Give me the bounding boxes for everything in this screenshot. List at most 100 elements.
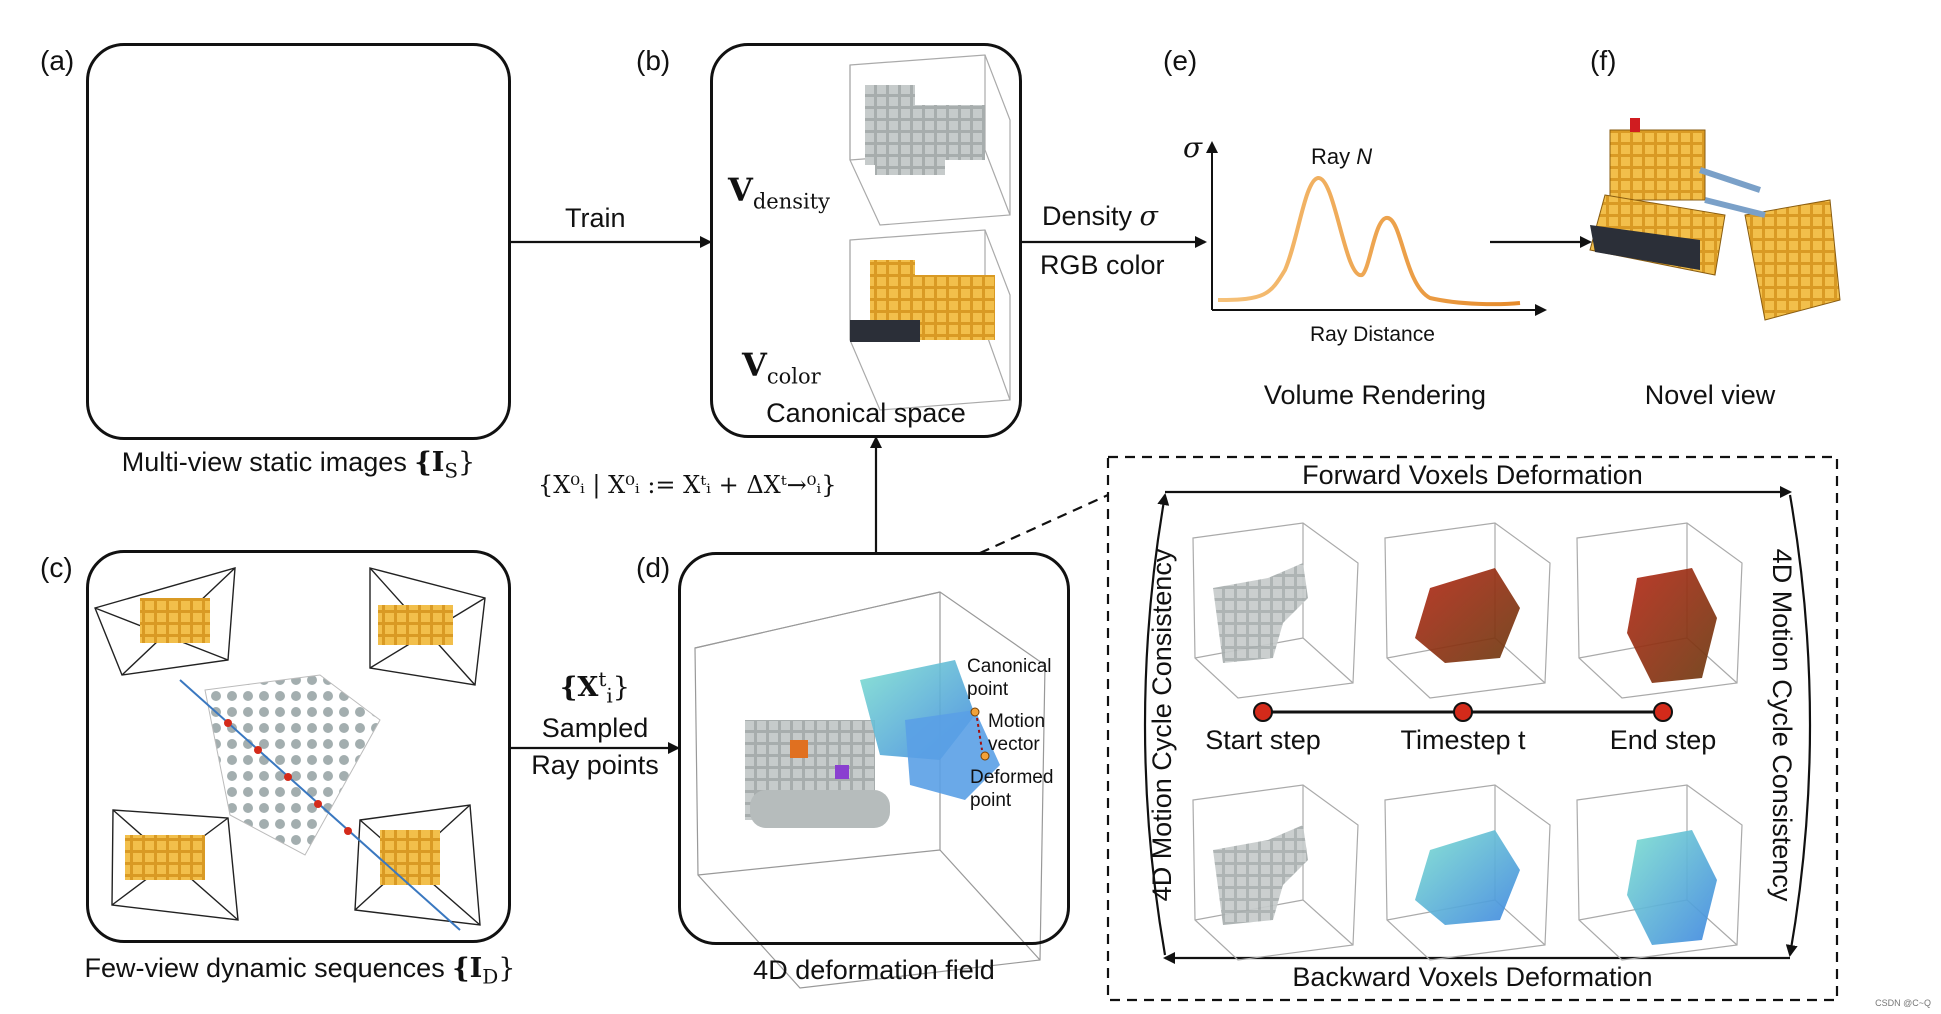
ray-title: Ray (1311, 144, 1351, 169)
v-density-label: Vdensity (728, 174, 831, 216)
panel-e-tag: (e) (1163, 45, 1198, 76)
ray-sample-points (224, 719, 352, 835)
canonical-line-2: point (967, 679, 1009, 700)
voxel-cube-frame (1384, 784, 1551, 961)
timestep-marker (1453, 702, 1473, 722)
left-cycle-arrow (1143, 493, 1170, 956)
panel-a-caption-math: {IS} (414, 447, 476, 482)
deformation-voxels-icon (745, 660, 1000, 828)
panel-f-illustration (1589, 118, 1841, 321)
panel-b-illustration (849, 54, 1011, 411)
color-voxels-icon (850, 260, 995, 342)
voxel-cube-frame (1576, 784, 1743, 961)
timestep-label: Timestep t (1400, 725, 1526, 755)
panel-f-tag: (f) (1590, 45, 1617, 76)
ray-n: N (1356, 144, 1373, 169)
right-cycle-arrow (1785, 494, 1812, 957)
voxel-body-icon (1627, 568, 1717, 683)
panel-a-frame (86, 43, 511, 440)
sigma-axis-label: σ (1183, 131, 1203, 164)
cycle-arrows (1143, 486, 1812, 964)
watermark: CSDN @C~Q (1875, 998, 1931, 1008)
detail-connector (979, 493, 1109, 555)
cycle-detail-box (1106, 455, 1839, 1002)
panel-e-illustration (1206, 141, 1547, 316)
novel-view-loader-icon (1589, 118, 1841, 321)
panel-d-caption: 4D deformation field (753, 955, 995, 985)
deformed-line-2: point (970, 790, 1012, 811)
voxel-cube-frame (1384, 522, 1551, 699)
voxel-body-icon (1415, 568, 1520, 663)
v-density-subscript: density (752, 189, 831, 214)
caption-a-sub: S (444, 458, 459, 483)
v-color-label: Vcolor (742, 349, 821, 391)
caption-c-set: {I (452, 953, 483, 984)
right-cycle-label: 4D Motion Cycle Consistency (1767, 548, 1797, 902)
caption-c-sub: D (482, 964, 499, 989)
backward-label: Backward Voxels Deformation (1292, 962, 1653, 992)
voxel-cube-frame (1192, 784, 1359, 961)
forward-label: Forward Voxels Deformation (1302, 460, 1643, 490)
ray-points-label: Ray points (531, 750, 659, 780)
panel-d-frame (678, 552, 1070, 945)
v-density-symbol: V (728, 171, 753, 209)
motion-vector-label: Motion vector (988, 710, 1045, 756)
voxel-body-icon (1213, 825, 1308, 925)
ray-n-label: Ray N (1311, 142, 1372, 172)
canonical-line-1: Canonical (967, 656, 1052, 677)
sampled-label: Sampled (541, 713, 649, 743)
density-voxels-icon (865, 85, 985, 175)
voxel-cube-frame (1192, 522, 1359, 699)
canonical-point-label: Canonical point (967, 655, 1052, 701)
end-step-label: End step (1609, 725, 1717, 755)
panel-c-frame (86, 550, 511, 943)
sampled-set: {X (560, 672, 599, 703)
v-color-symbol: V (742, 346, 767, 384)
voxel-body-icon (1627, 830, 1717, 945)
caption-a-set: {I (414, 447, 445, 478)
sample-loaders-icon (125, 598, 453, 885)
train-label: Train (565, 203, 626, 233)
panel-c-caption-math: {ID} (452, 953, 516, 988)
density-sigma: σ (1139, 201, 1158, 232)
sample-grid-icon (204, 674, 381, 856)
timeline (1253, 702, 1673, 722)
motion-line-2: vector (988, 734, 1040, 755)
deformed-line-1: Deformed (970, 767, 1054, 788)
caption-c-end: } (498, 953, 516, 984)
panel-d-illustration (694, 591, 1046, 989)
density-label: Density σ (1042, 201, 1158, 232)
panel-a-tag: (a) (40, 45, 75, 76)
voxel-body-icon (1213, 563, 1308, 663)
panel-c-illustration (94, 567, 486, 931)
panel-e-caption: Volume Rendering (1263, 380, 1487, 410)
panel-c-caption-text: Few-view dynamic sequences (84, 953, 445, 983)
panel-d-tag: (d) (636, 552, 671, 583)
panel-b-tag: (b) (636, 45, 671, 76)
panel-b-frame (710, 43, 1022, 438)
motion-line-1: Motion (988, 711, 1046, 732)
voxel-body-icon (1415, 830, 1520, 925)
panel-f-caption: Novel view (1644, 380, 1776, 410)
sampled-sub: i (606, 683, 613, 708)
cycle-voxel-cubes (1192, 522, 1743, 961)
ray-distance-label: Ray Distance (1310, 323, 1435, 346)
panel-c-caption: Few-view dynamic sequences {ID} (50, 953, 550, 988)
panel-a-caption-text: Multi-view static images (121, 447, 407, 477)
density-word: Density (1042, 201, 1133, 231)
start-step-label: Start step (1205, 725, 1321, 755)
point-markers (970, 707, 990, 761)
v-color-subscript: color (766, 364, 821, 389)
sampled-sup: t (598, 667, 607, 691)
density-curve (1217, 176, 1521, 307)
sampled-set-label: {Xti} (520, 667, 670, 707)
panel-a-caption: Multi-view static images {IS} (86, 447, 511, 482)
rgb-label: RGB color (1040, 250, 1165, 280)
flow-arrows (511, 236, 1592, 754)
mapping-formula: {X⁰ᵢ | X⁰ᵢ := Xᵗᵢ + ΔXᵗ→⁰ᵢ} (538, 471, 837, 499)
deformed-point-label: Deformed point (970, 766, 1053, 812)
caption-a-end: } (458, 447, 476, 478)
sampled-end: } (612, 672, 630, 703)
voxel-cube-frame (1576, 522, 1743, 699)
